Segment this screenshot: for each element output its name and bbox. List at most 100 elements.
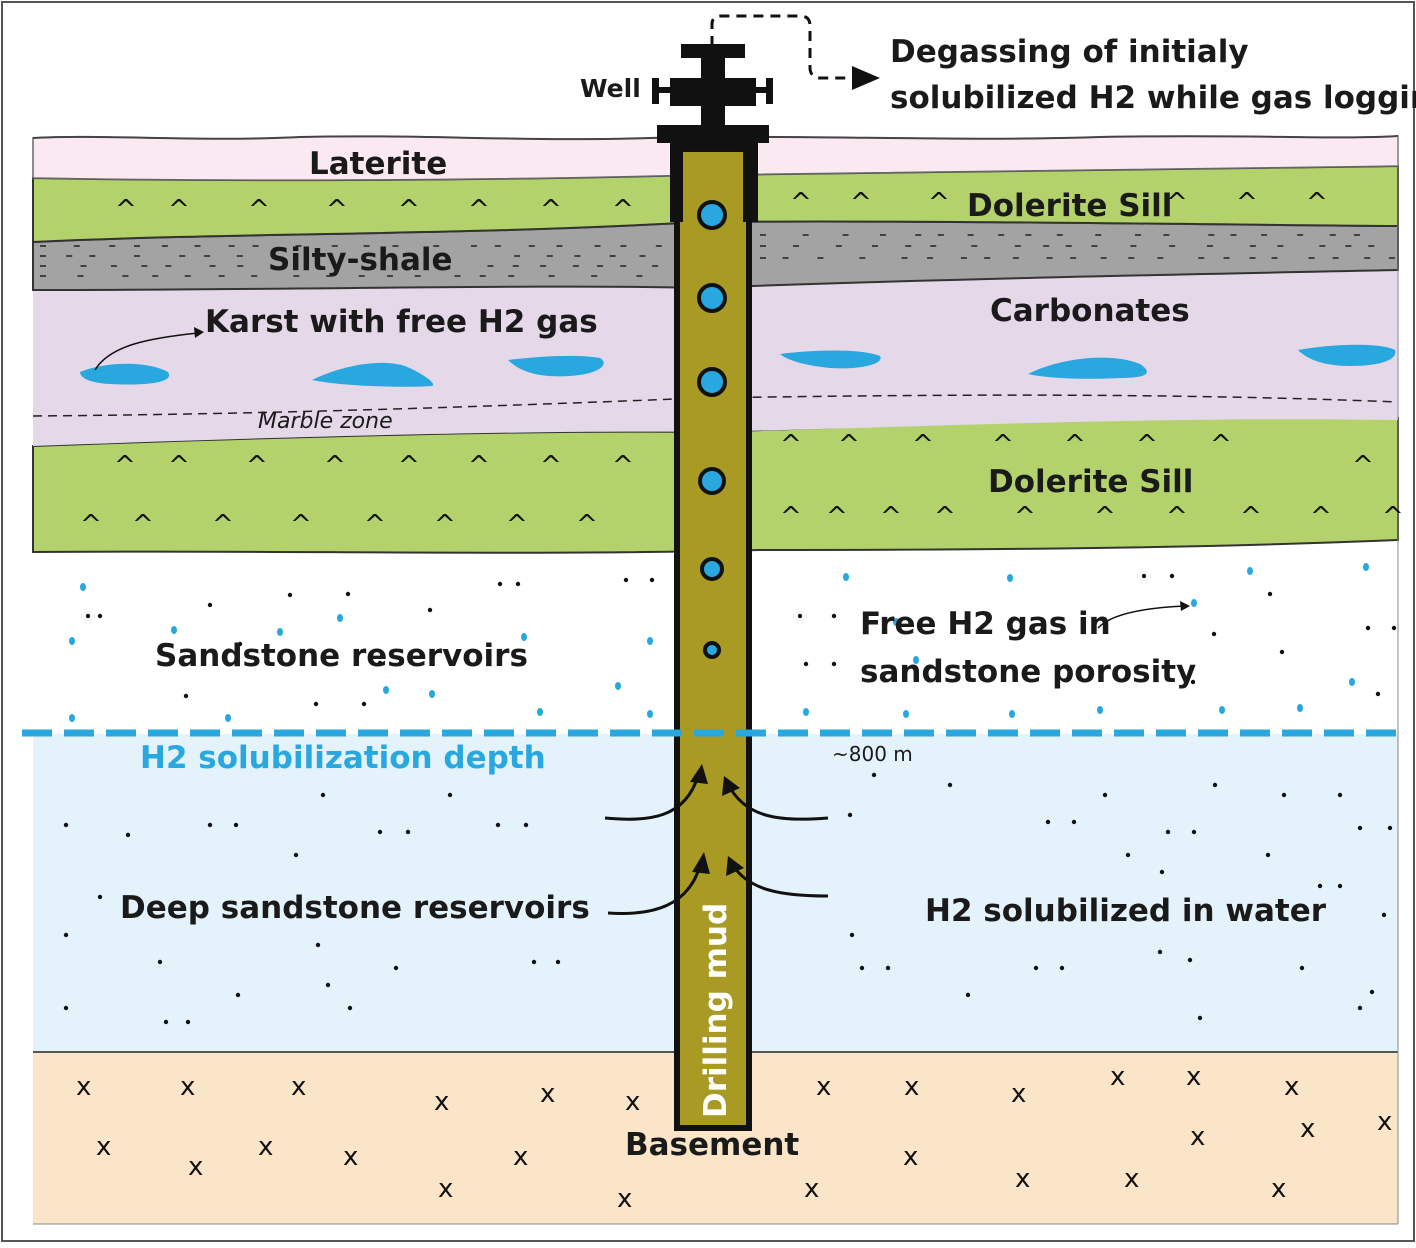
wellhead-top-cap (681, 44, 745, 58)
well-label: Well (580, 74, 641, 103)
dolerite-mark: ^ (838, 430, 860, 460)
dolerite-mark: ^ (850, 188, 872, 218)
porosity-dot (313, 701, 319, 707)
basement-mark: x (903, 1142, 918, 1172)
wellhead-valve-body (670, 78, 756, 106)
gas-bubble (697, 283, 727, 313)
porosity-dot (495, 822, 501, 828)
porosity-dot (1391, 625, 1397, 631)
dolerite-sill-upper-label: Dolerite Sill (967, 188, 1172, 224)
h2-gas-droplet (893, 618, 899, 626)
porosity-dot (1191, 829, 1197, 835)
porosity-dot (377, 829, 383, 835)
h2-gas-droplet (1007, 574, 1013, 582)
basement-mark: x (343, 1142, 358, 1172)
karst-pointer-arrow (94, 332, 199, 371)
porosity-dot (1337, 883, 1343, 889)
h2-solubilized-label: H2 solubilized in water (925, 893, 1327, 929)
degassing-path (710, 14, 852, 80)
free-h2-pointer-arrowhead (1180, 601, 1190, 611)
basement-mark: x (804, 1174, 819, 1204)
h2-gas-droplet (647, 637, 653, 645)
basement-mark: x (1124, 1164, 1139, 1194)
h2-gas-droplet (521, 633, 527, 641)
porosity-dot (125, 832, 131, 838)
inflow-arrowhead (726, 856, 744, 876)
marble-zone-label: Marble zone (258, 409, 393, 434)
porosity-dot (157, 959, 163, 965)
porosity-dot (63, 932, 69, 938)
dolerite-mark: ^ (826, 502, 848, 532)
h2-gas-droplet (1363, 563, 1369, 571)
porosity-dot (287, 592, 293, 598)
porosity-dot (237, 641, 243, 647)
dolerite-mark: ^ (80, 510, 102, 540)
porosity-dot (207, 602, 213, 608)
free-h2-label-line1: Free H2 gas in (860, 606, 1111, 642)
basement-mark: x (1300, 1114, 1315, 1144)
dolerite-marks: ^^^^^^^^^^^^^^^^^^^^^^^^^^^^^^^^^^^^^^^^… (80, 188, 1404, 540)
porosity-dot (325, 982, 331, 988)
porosity-dot (233, 822, 239, 828)
porosity-dot (1357, 825, 1363, 831)
porosity-dot (1187, 957, 1193, 963)
dolerite-mark: ^ (434, 510, 456, 540)
porosity-dot (163, 1019, 169, 1025)
dolerite-mark: ^ (612, 451, 634, 481)
porosity-dot (649, 577, 655, 583)
left-valve-wheel (652, 78, 659, 104)
dolerite-mark: ^ (880, 502, 902, 532)
basement-mark: x (1377, 1107, 1392, 1137)
porosity-dot (1033, 965, 1039, 971)
dolerite-mark: ^ (1094, 502, 1116, 532)
deep-sandstone-label: Deep sandstone reservoirs (120, 890, 590, 926)
basement-mark: x (291, 1072, 306, 1102)
dolerite-mark: ^ (168, 195, 190, 225)
h2-gas-droplet (1191, 599, 1197, 607)
dolerite-mark: ^ (934, 502, 956, 532)
porosity-dot (1141, 573, 1147, 579)
porosity-dot (293, 852, 299, 858)
porosity-dot (1045, 819, 1051, 825)
dolerite-mark: ^ (1166, 188, 1188, 218)
porosity-dot (1190, 679, 1196, 685)
dolerite-mark: ^ (1306, 188, 1328, 218)
porosity-dot (63, 1005, 69, 1011)
h2-gas-droplet (1219, 706, 1225, 714)
h2-gas-droplet (337, 614, 343, 622)
basement-mark: x (540, 1079, 555, 1109)
basement-mark: x (180, 1072, 195, 1102)
porosity-dot (1281, 792, 1287, 798)
porosity-dot (320, 792, 326, 798)
inflow-arrow (726, 783, 829, 821)
h2-gas-droplet (277, 628, 283, 636)
porosity-dot (1071, 819, 1077, 825)
basement-mark: x (1284, 1072, 1299, 1102)
basement-mark: x (96, 1132, 111, 1162)
porosity-dot (1357, 1005, 1363, 1011)
porosity-dot (427, 607, 433, 613)
gas-bubble (698, 467, 726, 495)
porosity-dot (947, 782, 953, 788)
degassing-label-line2: solubilized H2 while gas logging (890, 80, 1416, 116)
basement-mark: x (625, 1087, 640, 1117)
dolerite-mark: ^ (1382, 502, 1404, 532)
basement-mark: x (513, 1142, 528, 1172)
porosity-dot (849, 932, 855, 938)
laterite-label: Laterite (309, 146, 447, 182)
basement-mark: x (1015, 1164, 1030, 1194)
karst-pocket (780, 350, 881, 369)
dolerite-mark: ^ (1236, 188, 1258, 218)
basement-mark: x (816, 1072, 831, 1102)
porosity-dot (1102, 792, 1108, 798)
inflow-arrowheads (690, 764, 744, 876)
h2-gas-droplet (903, 710, 909, 718)
drilling-mud-label: Drilling mud (698, 903, 734, 1118)
depth-value-label: ~800 m (832, 742, 913, 766)
basement-mark: x (1186, 1062, 1201, 1092)
porosity-dot (623, 577, 629, 583)
h2-gas-droplet (1349, 678, 1355, 686)
porosity-dot (1212, 782, 1218, 788)
porosity-dot (1059, 965, 1065, 971)
